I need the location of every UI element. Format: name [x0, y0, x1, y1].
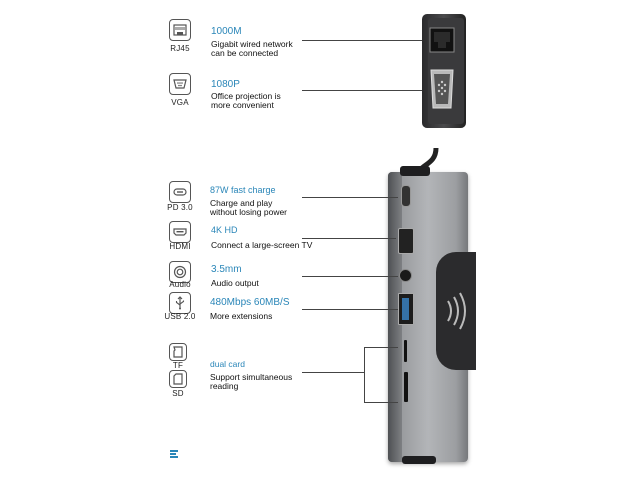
pd-spec: 87W fast charge — [210, 185, 276, 195]
card-spec: dual card — [210, 359, 245, 369]
ethernet-vga-device-illustration — [422, 14, 466, 128]
wireless-charging-pad — [436, 252, 476, 370]
rj45-desc-2: can be connected — [211, 48, 279, 58]
vga-desc-1: Office projection is — [211, 91, 281, 101]
hdmi-label: HDMI — [169, 242, 191, 251]
usb-desc-1: More extensions — [210, 311, 273, 321]
pd-port — [401, 185, 411, 207]
menu-icon[interactable] — [170, 450, 178, 458]
usb-icon — [169, 292, 191, 314]
audio-label: Audio — [169, 280, 191, 289]
tf-card-slot — [404, 340, 407, 362]
hdmi-desc-1: Connect a large-screen TV — [211, 240, 313, 250]
pd-label: PD 3.0 — [167, 203, 193, 212]
audio-spec: 3.5mm — [211, 264, 242, 275]
sd-label: SD — [172, 389, 184, 398]
usb-spec: 480Mbps 60MB/S — [210, 297, 290, 308]
audio-leader-line — [302, 276, 398, 277]
hdmi-spec: 4K HD — [211, 225, 238, 235]
usb-c-pd-icon — [169, 181, 191, 203]
hdmi-icon — [169, 221, 191, 243]
card-bracket-bottom — [364, 402, 398, 403]
vga-desc-2: more convenient — [211, 100, 274, 110]
sd-card-icon — [169, 370, 187, 388]
pd-desc-2: without losing power — [210, 207, 288, 217]
vga-leader-line — [302, 90, 426, 91]
sd-card-slot — [404, 372, 408, 402]
card-bracket-vertical — [364, 347, 365, 403]
hub-top-cap — [400, 166, 430, 176]
rj45-icon — [169, 19, 191, 41]
rj45-spec: 1000M — [211, 26, 242, 37]
wireless-charging-icon — [447, 292, 466, 330]
rj45-desc-1: Gigabit wired network — [211, 39, 293, 49]
audio-desc-1: Audio output — [211, 278, 259, 288]
card-leader-line — [302, 372, 364, 373]
tf-card-icon — [169, 343, 187, 361]
rj45-leader-line — [302, 40, 426, 41]
vga-spec: 1080P — [211, 79, 240, 90]
vga-label: VGA — [171, 98, 189, 107]
card-desc-1: Support simultaneous — [210, 372, 293, 382]
hdmi-port — [398, 228, 414, 254]
rj45-label: RJ45 — [170, 44, 190, 53]
audio-jack-icon — [169, 261, 191, 283]
usb-label: USB 2.0 — [164, 312, 196, 321]
hub-bottom-foot — [402, 456, 436, 464]
audio-port — [399, 269, 412, 282]
usb-port — [398, 293, 414, 325]
usb-leader-line — [302, 309, 398, 310]
pd-desc-1: Charge and play — [210, 198, 273, 208]
hdmi-leader-line — [302, 238, 396, 239]
vga-icon — [169, 73, 191, 95]
card-desc-2: reading — [210, 381, 239, 391]
pd-leader-line — [302, 197, 398, 198]
card-bracket-top — [364, 347, 398, 348]
tf-label: TF — [172, 361, 184, 370]
